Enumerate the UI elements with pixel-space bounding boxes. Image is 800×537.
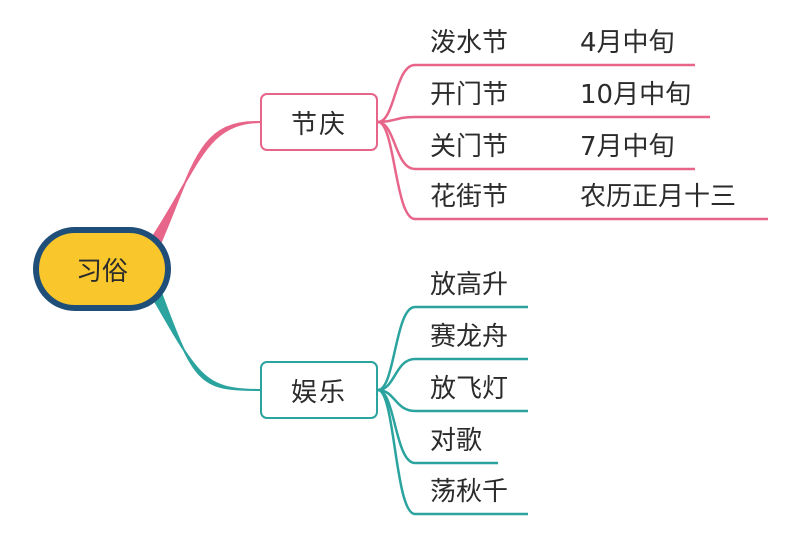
leaf-entertainment-5[interactable]: 荡秋千 bbox=[430, 477, 509, 507]
entertainment-leaf-connectors bbox=[377, 305, 528, 516]
leaf-entertainment-1[interactable]: 放高升 bbox=[430, 270, 509, 300]
leaf-entertainment-3[interactable]: 放飞灯 bbox=[430, 374, 509, 404]
leaf-entertainment-4[interactable]: 对歌 bbox=[430, 426, 483, 456]
connector-festival-2 bbox=[377, 115, 710, 124]
leaf-festival-3-date: 7月中旬 bbox=[580, 132, 675, 162]
connector-entertainment-2 bbox=[377, 357, 528, 392]
connector-entertainment-1 bbox=[377, 305, 528, 392]
leaf-festival-2-date: 10月中旬 bbox=[580, 80, 692, 110]
leaf-festival-1-name[interactable]: 泼水节 bbox=[430, 28, 509, 58]
leaf-festival-3-name[interactable]: 关门节 bbox=[430, 132, 509, 162]
branch-entertainment[interactable]: 娱乐 bbox=[260, 361, 378, 419]
connector-entertainment-5 bbox=[377, 388, 528, 516]
root-label: 习俗 bbox=[75, 256, 128, 287]
leaf-festival-4-name[interactable]: 花街节 bbox=[430, 182, 509, 212]
connector-root-festival bbox=[151, 121, 263, 245]
branch-entertainment-label: 娱乐 bbox=[290, 377, 347, 408]
leaf-festival-2-name[interactable]: 开门节 bbox=[430, 80, 509, 110]
leaf-festival-4-date: 农历正月十三 bbox=[580, 182, 737, 212]
connector-festival-4 bbox=[377, 120, 768, 221]
root-node[interactable]: 习俗 bbox=[33, 227, 171, 311]
leaf-festival-1-date: 4月中旬 bbox=[580, 28, 675, 58]
branch-festival[interactable]: 节庆 bbox=[260, 93, 378, 151]
connector-festival-1 bbox=[377, 63, 695, 124]
festival-leaf-connectors bbox=[377, 63, 768, 221]
leaf-entertainment-2[interactable]: 赛龙舟 bbox=[430, 322, 509, 352]
connector-root-entertainment bbox=[151, 289, 263, 391]
branch-festival-label: 节庆 bbox=[290, 109, 347, 140]
